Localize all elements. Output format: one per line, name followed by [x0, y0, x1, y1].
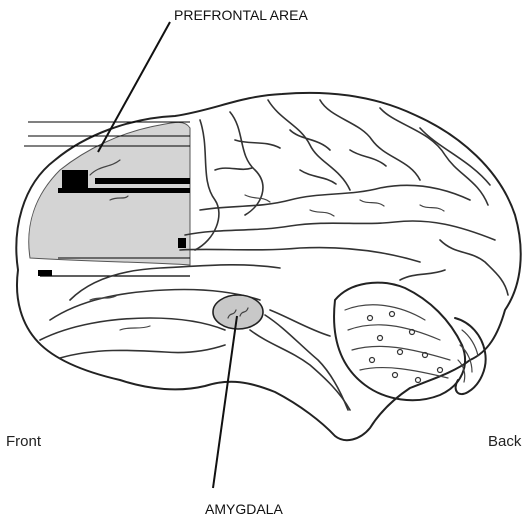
- prefrontal-region: [29, 122, 190, 265]
- artifact-block-2: [95, 178, 190, 184]
- amygdala-pointer: [213, 316, 237, 488]
- artifact-block-3: [58, 188, 190, 193]
- back-label: Back: [488, 433, 522, 450]
- artifact-block-5: [178, 238, 186, 248]
- artifact-block-4: [38, 270, 52, 276]
- prefrontal-label: PREFRONTAL AREA: [174, 7, 308, 23]
- amygdala-label: AMYGDALA: [205, 501, 283, 517]
- brainstem: [455, 318, 486, 394]
- front-label: Front: [6, 433, 42, 450]
- amygdala-region: [213, 295, 263, 329]
- cerebellum: [334, 283, 465, 401]
